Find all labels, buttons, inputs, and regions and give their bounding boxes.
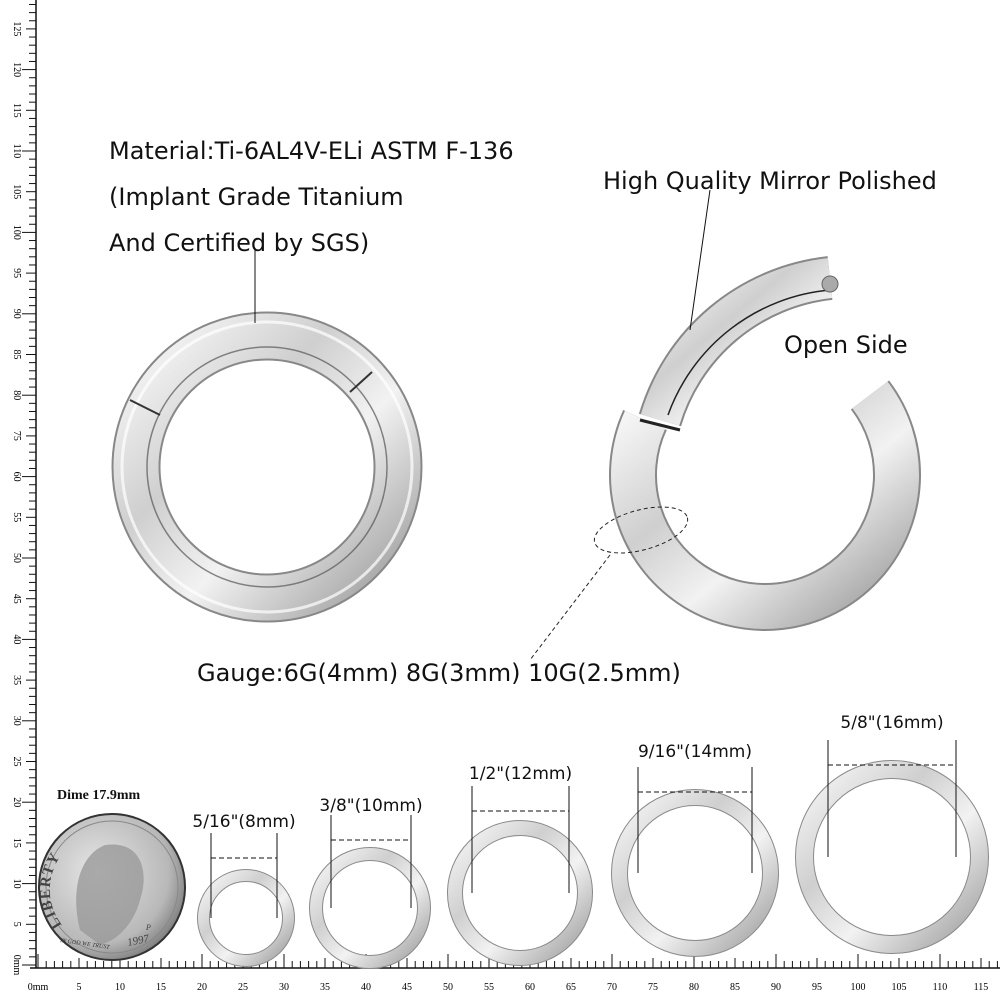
polish-callout: High Quality Mirror Polished [603,167,937,195]
ruler-label: 40 [11,634,22,644]
material-line-2: (Implant Grade Titanium [109,183,404,211]
ruler-label: 55 [484,982,494,993]
ruler-label: 105 [892,982,907,993]
ruler-label: 120 [11,62,22,77]
ruler-label: 85 [11,350,22,360]
ruler-label: 115 [974,982,989,993]
ruler-label: 25 [11,757,22,767]
ruler-label: 50 [443,982,453,993]
gauge-callout: Gauge:6G(4mm) 8G(3mm) 10G(2.5mm) [197,659,681,687]
ruler-label: 115 [11,103,22,118]
ruler-label: 10 [115,982,125,993]
material-line-3: And Certified by SGS) [109,229,370,257]
large-ring-closed [111,311,423,623]
material-callout: Material:Ti-6AL4V-ELi ASTM F-136 (Implan… [109,128,514,266]
ruler-label: 90 [771,982,781,993]
size-label: 9/16"(14mm) [637,742,753,762]
ruler-horizontal: 0mm 5 10 15 20 25 30 35 40 45 50 55 60 65 70 75 80 85 90 95… [28,954,1000,993]
size-ring-shine [310,848,430,968]
ruler-label: 40 [361,982,371,993]
size-label: 5/8"(16mm) [840,713,944,733]
size-rings [197,740,989,969]
ruler-label: 30 [11,716,22,726]
ruler-label: 15 [11,838,22,848]
ruler-label: 25 [238,982,248,993]
dime-coin: LIBERTY IN GOD WE TRUST 1997 P [38,813,186,961]
ruler-label: 110 [933,982,948,993]
ruler-label: 95 [812,982,822,993]
ruler-label: 0mm [28,982,49,993]
ruler-label: 0mm [11,955,22,976]
ruler-label: 55 [11,512,22,522]
ruler-label: 110 [11,144,22,159]
ruler-label: 60 [11,472,22,482]
ruler-label: 20 [197,982,207,993]
material-line-1: Material:Ti-6AL4V-ELi ASTM F-136 [109,137,514,165]
ruler-label: 100 [11,225,22,240]
ruler-label: 90 [11,309,22,319]
ruler-label: 65 [566,982,576,993]
coin-year-text: 1997 [126,933,151,949]
size-label: 5/16"(8mm) [192,812,296,832]
ruler-label: 50 [11,553,22,563]
gauge-indicator-ellipse [593,506,689,554]
ruler-label: 5 [11,922,22,927]
ruler-label: 95 [11,268,22,278]
ruler-label: 100 [851,982,866,993]
ruler-label: 10 [11,879,22,889]
gauge-leader-line [529,554,611,661]
open-side-callout: Open Side [784,331,908,359]
ruler-label: 35 [11,675,22,685]
size-ring-shine [448,821,592,965]
polish-leader-line [689,189,711,331]
ruler-label: 5 [77,982,82,993]
ruler-label: 15 [156,982,166,993]
size-ring-shine [198,870,294,966]
size-ring-shine [796,761,988,953]
ruler-label: 75 [11,431,22,441]
ruler-label: 45 [11,594,22,604]
ruler-label: 60 [525,982,535,993]
ruler-label: 30 [279,982,289,993]
ruler-label: 20 [11,797,22,807]
ruler-label: 125 [11,21,22,36]
ruler-label: 80 [689,982,699,993]
ruler-vertical: 0mm 5 10 15 20 25 30 35 40 45 50 55 60 75 80 85 90 95 100 1… [11,0,37,976]
ruler-label: 105 [11,184,22,199]
large-ring-open [609,256,921,631]
ruler-label: 80 [11,390,22,400]
ruler-label: 85 [730,982,740,993]
size-label: 3/8"(10mm) [319,796,423,816]
ruler-label: 75 [648,982,658,993]
ruler-label: 45 [402,982,412,993]
size-ring-shine [612,790,778,956]
dime-label: Dime 17.9mm [57,788,141,803]
ruler-label: 35 [320,982,330,993]
size-label: 1/2"(12mm) [468,764,573,784]
coin-mintmark-text: P [145,923,151,932]
ruler-label: 70 [607,982,617,993]
